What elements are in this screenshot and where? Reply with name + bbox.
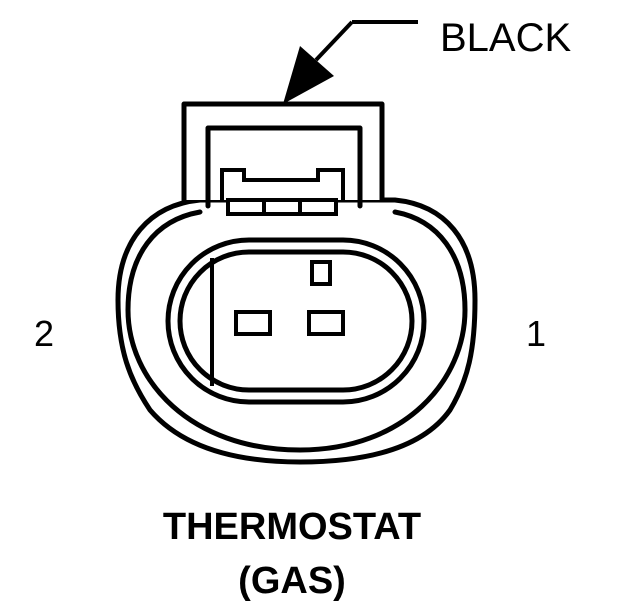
callout-arrowhead	[283, 46, 334, 104]
terminal-cavity-1	[307, 310, 345, 336]
component-subtitle: (GAS)	[238, 560, 346, 602]
callout-leader	[283, 20, 418, 104]
terminal-cavity-2	[234, 310, 272, 336]
mating-face	[165, 237, 427, 405]
component-title: THERMOSTAT	[162, 506, 422, 548]
wire-color-label: BLACK	[440, 16, 572, 60]
locking-tab	[181, 101, 385, 216]
pin-2-label: 2	[34, 313, 55, 354]
pin-1-label: 1	[526, 313, 547, 354]
